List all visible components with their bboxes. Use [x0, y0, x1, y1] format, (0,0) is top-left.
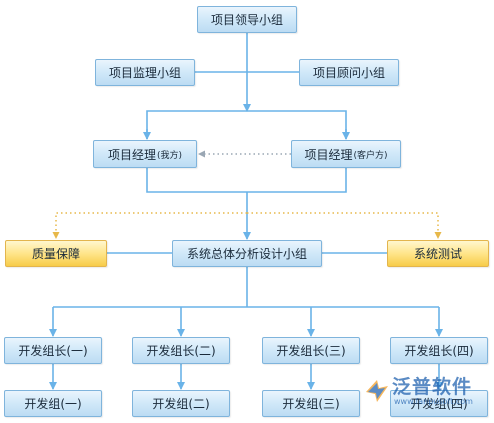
node-label: 开发组长(四)	[404, 344, 474, 358]
node-label: 开发组(四)	[410, 397, 468, 411]
node-project-manager-own: 项目经理(我方)	[93, 140, 197, 168]
node-dev-group-3: 开发组(三)	[262, 390, 360, 417]
line-pm-merge	[146, 168, 347, 193]
node-quality-assurance: 质量保障	[5, 240, 107, 267]
node-dev-group-leader-1: 开发组长(一)	[4, 337, 102, 364]
node-label: 开发组(三)	[282, 397, 340, 411]
node-dev-group-1: 开发组(一)	[4, 390, 102, 417]
node-label: 开发组(二)	[152, 397, 210, 411]
node-label: 项目顾问小组	[312, 66, 385, 80]
node-project-manager-customer: 项目经理(客户方)	[291, 140, 401, 168]
node-label: 项目领导小组	[210, 13, 283, 27]
node-system-testing: 系统测试	[387, 240, 489, 267]
node-label: 开发组长(一)	[18, 344, 88, 358]
node-system-design-group: 系统总体分析设计小组	[172, 240, 322, 267]
node-label: 系统测试	[413, 247, 462, 261]
line-split-pm	[146, 110, 347, 139]
node-dev-group-leader-4: 开发组长(四)	[390, 337, 488, 364]
node-project-supervision-group: 项目监理小组	[95, 59, 195, 86]
node-label: 质量保障	[31, 247, 80, 261]
node-label: 开发组长(二)	[146, 344, 216, 358]
node-dev-group-4: 开发组(四)	[390, 390, 488, 417]
node-dev-group-2: 开发组(二)	[132, 390, 230, 417]
dotted-to-quality	[52, 212, 247, 239]
node-label: 项目经理	[304, 147, 353, 162]
dotted-to-test	[247, 212, 442, 239]
node-label: 开发组长(三)	[276, 344, 346, 358]
node-dev-group-leader-3: 开发组长(三)	[262, 337, 360, 364]
node-label: 系统总体分析设计小组	[186, 247, 307, 261]
node-label: 项目监理小组	[108, 66, 181, 80]
node-note: (我方)	[156, 150, 183, 161]
node-project-leader-group: 项目领导小组	[197, 6, 297, 33]
node-dev-group-leader-2: 开发组长(二)	[132, 337, 230, 364]
node-label: 开发组(一)	[24, 397, 82, 411]
node-note: (客户方)	[353, 150, 388, 161]
node-project-advisor-group: 项目顾问小组	[299, 59, 399, 86]
node-label: 项目经理	[107, 147, 156, 162]
